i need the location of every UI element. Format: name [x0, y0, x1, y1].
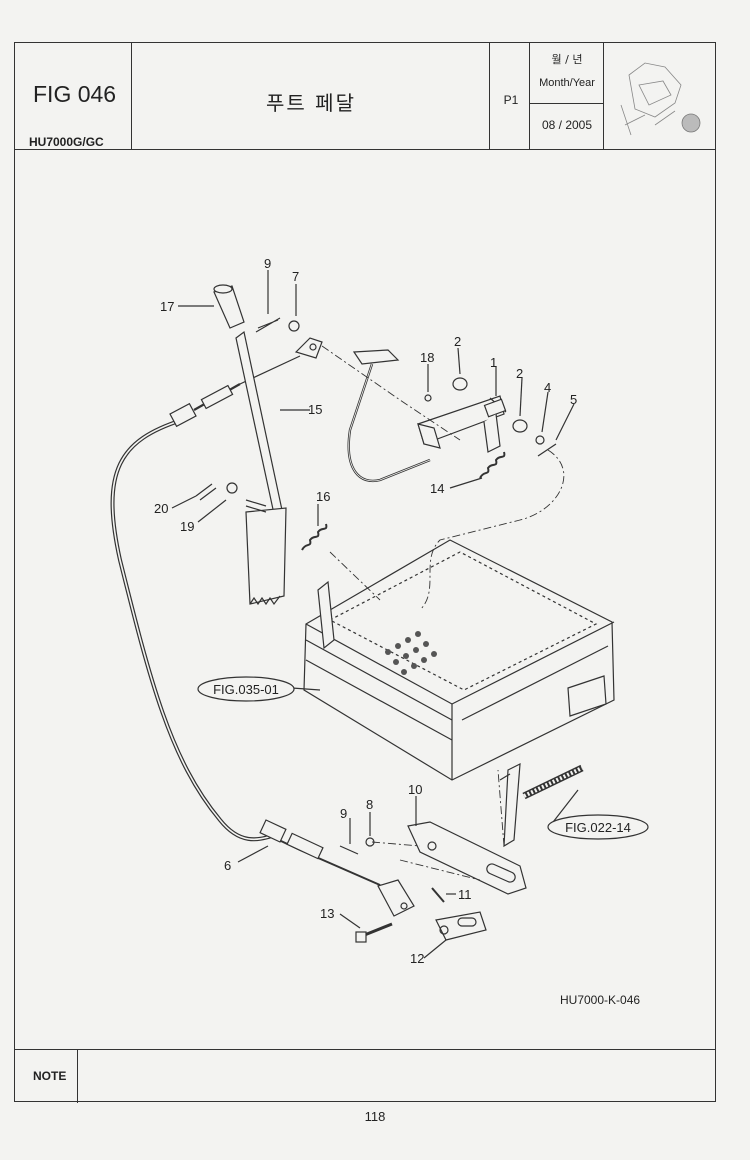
callout-7: 7 — [292, 269, 299, 284]
month-year-value: 08 / 2005 — [541, 118, 593, 132]
cable-end-fitting — [169, 402, 197, 428]
callout-18: 18 — [420, 350, 434, 365]
callout-19: 19 — [180, 519, 194, 534]
pin-11 — [431, 887, 445, 903]
cable-assembly — [110, 418, 273, 842]
callout-9b: 9 — [340, 806, 347, 821]
pin-18 — [424, 394, 432, 402]
callout-12: 12 — [410, 951, 424, 966]
callout-10: 10 — [408, 782, 422, 797]
header-divider — [15, 149, 715, 150]
page-code: P1 — [503, 93, 519, 107]
callout-14: 14 — [430, 481, 444, 496]
callout-11: 11 — [458, 887, 472, 902]
callout-20: 20 — [154, 501, 168, 516]
pedal-arm — [347, 363, 431, 483]
callout-1: 1 — [490, 355, 497, 370]
callouts: 1 2 2 4 5 6 7 8 9 9 10 11 12 13 14 15 16… — [154, 256, 577, 966]
callout-2b: 2 — [516, 366, 523, 381]
month-year-label-en: Month/Year — [539, 77, 595, 89]
header-col-divider — [131, 43, 132, 149]
pin-9-bottom — [339, 845, 359, 855]
header-col-divider — [529, 43, 530, 149]
sheet-frame: FIG 046 HU7000G/GC 푸트 페달 P1 월 / 년 Month/… — [14, 42, 716, 1103]
pin-9-top — [255, 317, 281, 333]
drawing-code: HU7000-K-046 — [560, 993, 640, 1007]
spring-14 — [479, 451, 506, 479]
page-number: 118 — [364, 1109, 386, 1124]
ref-oval-fig022 — [547, 814, 649, 840]
note-label: NOTE — [33, 1069, 67, 1083]
callout-9: 9 — [264, 256, 271, 271]
tractor-thumbnail — [620, 62, 701, 136]
throttle-lever — [235, 330, 283, 515]
bolt-13 — [361, 922, 393, 938]
note-col-divider — [77, 1049, 78, 1103]
callout-4: 4 — [544, 380, 551, 395]
clevis-top — [294, 337, 323, 359]
pedal-frame — [303, 539, 615, 781]
bushing-2b — [512, 419, 528, 433]
ref-fig022: FIG.022-14 — [565, 820, 631, 835]
callout-2: 2 — [454, 334, 461, 349]
spring-16 — [301, 523, 328, 551]
month-year-divider — [529, 103, 603, 104]
model-code: HU7000G/GC — [29, 135, 104, 149]
callout-8: 8 — [366, 797, 373, 812]
callout-17: 17 — [160, 299, 174, 314]
page-title: 푸트 페달 — [266, 91, 356, 115]
pin-5 — [537, 443, 557, 457]
washer-4 — [535, 435, 545, 445]
pin-20 — [195, 483, 217, 501]
clevis-bottom — [377, 879, 415, 917]
callout-5: 5 — [570, 392, 577, 407]
callout-13: 13 — [320, 906, 334, 921]
callout-15: 15 — [308, 402, 322, 417]
header-col-divider — [603, 43, 604, 149]
fig-number: FIG 046 — [33, 81, 117, 107]
note-divider — [15, 1049, 715, 1050]
pedal-pad — [352, 349, 400, 365]
header-col-divider — [489, 43, 490, 149]
ref-oval-fig035 — [197, 676, 295, 702]
bushing-2a — [452, 377, 468, 391]
month-year-label-ko: 월 / 년 — [551, 53, 583, 66]
washer-19 — [226, 482, 238, 494]
callout-16: 16 — [316, 489, 330, 504]
ref-fig035: FIG.035-01 — [213, 682, 279, 697]
callout-6: 6 — [224, 858, 231, 873]
washer-7 — [288, 320, 300, 332]
